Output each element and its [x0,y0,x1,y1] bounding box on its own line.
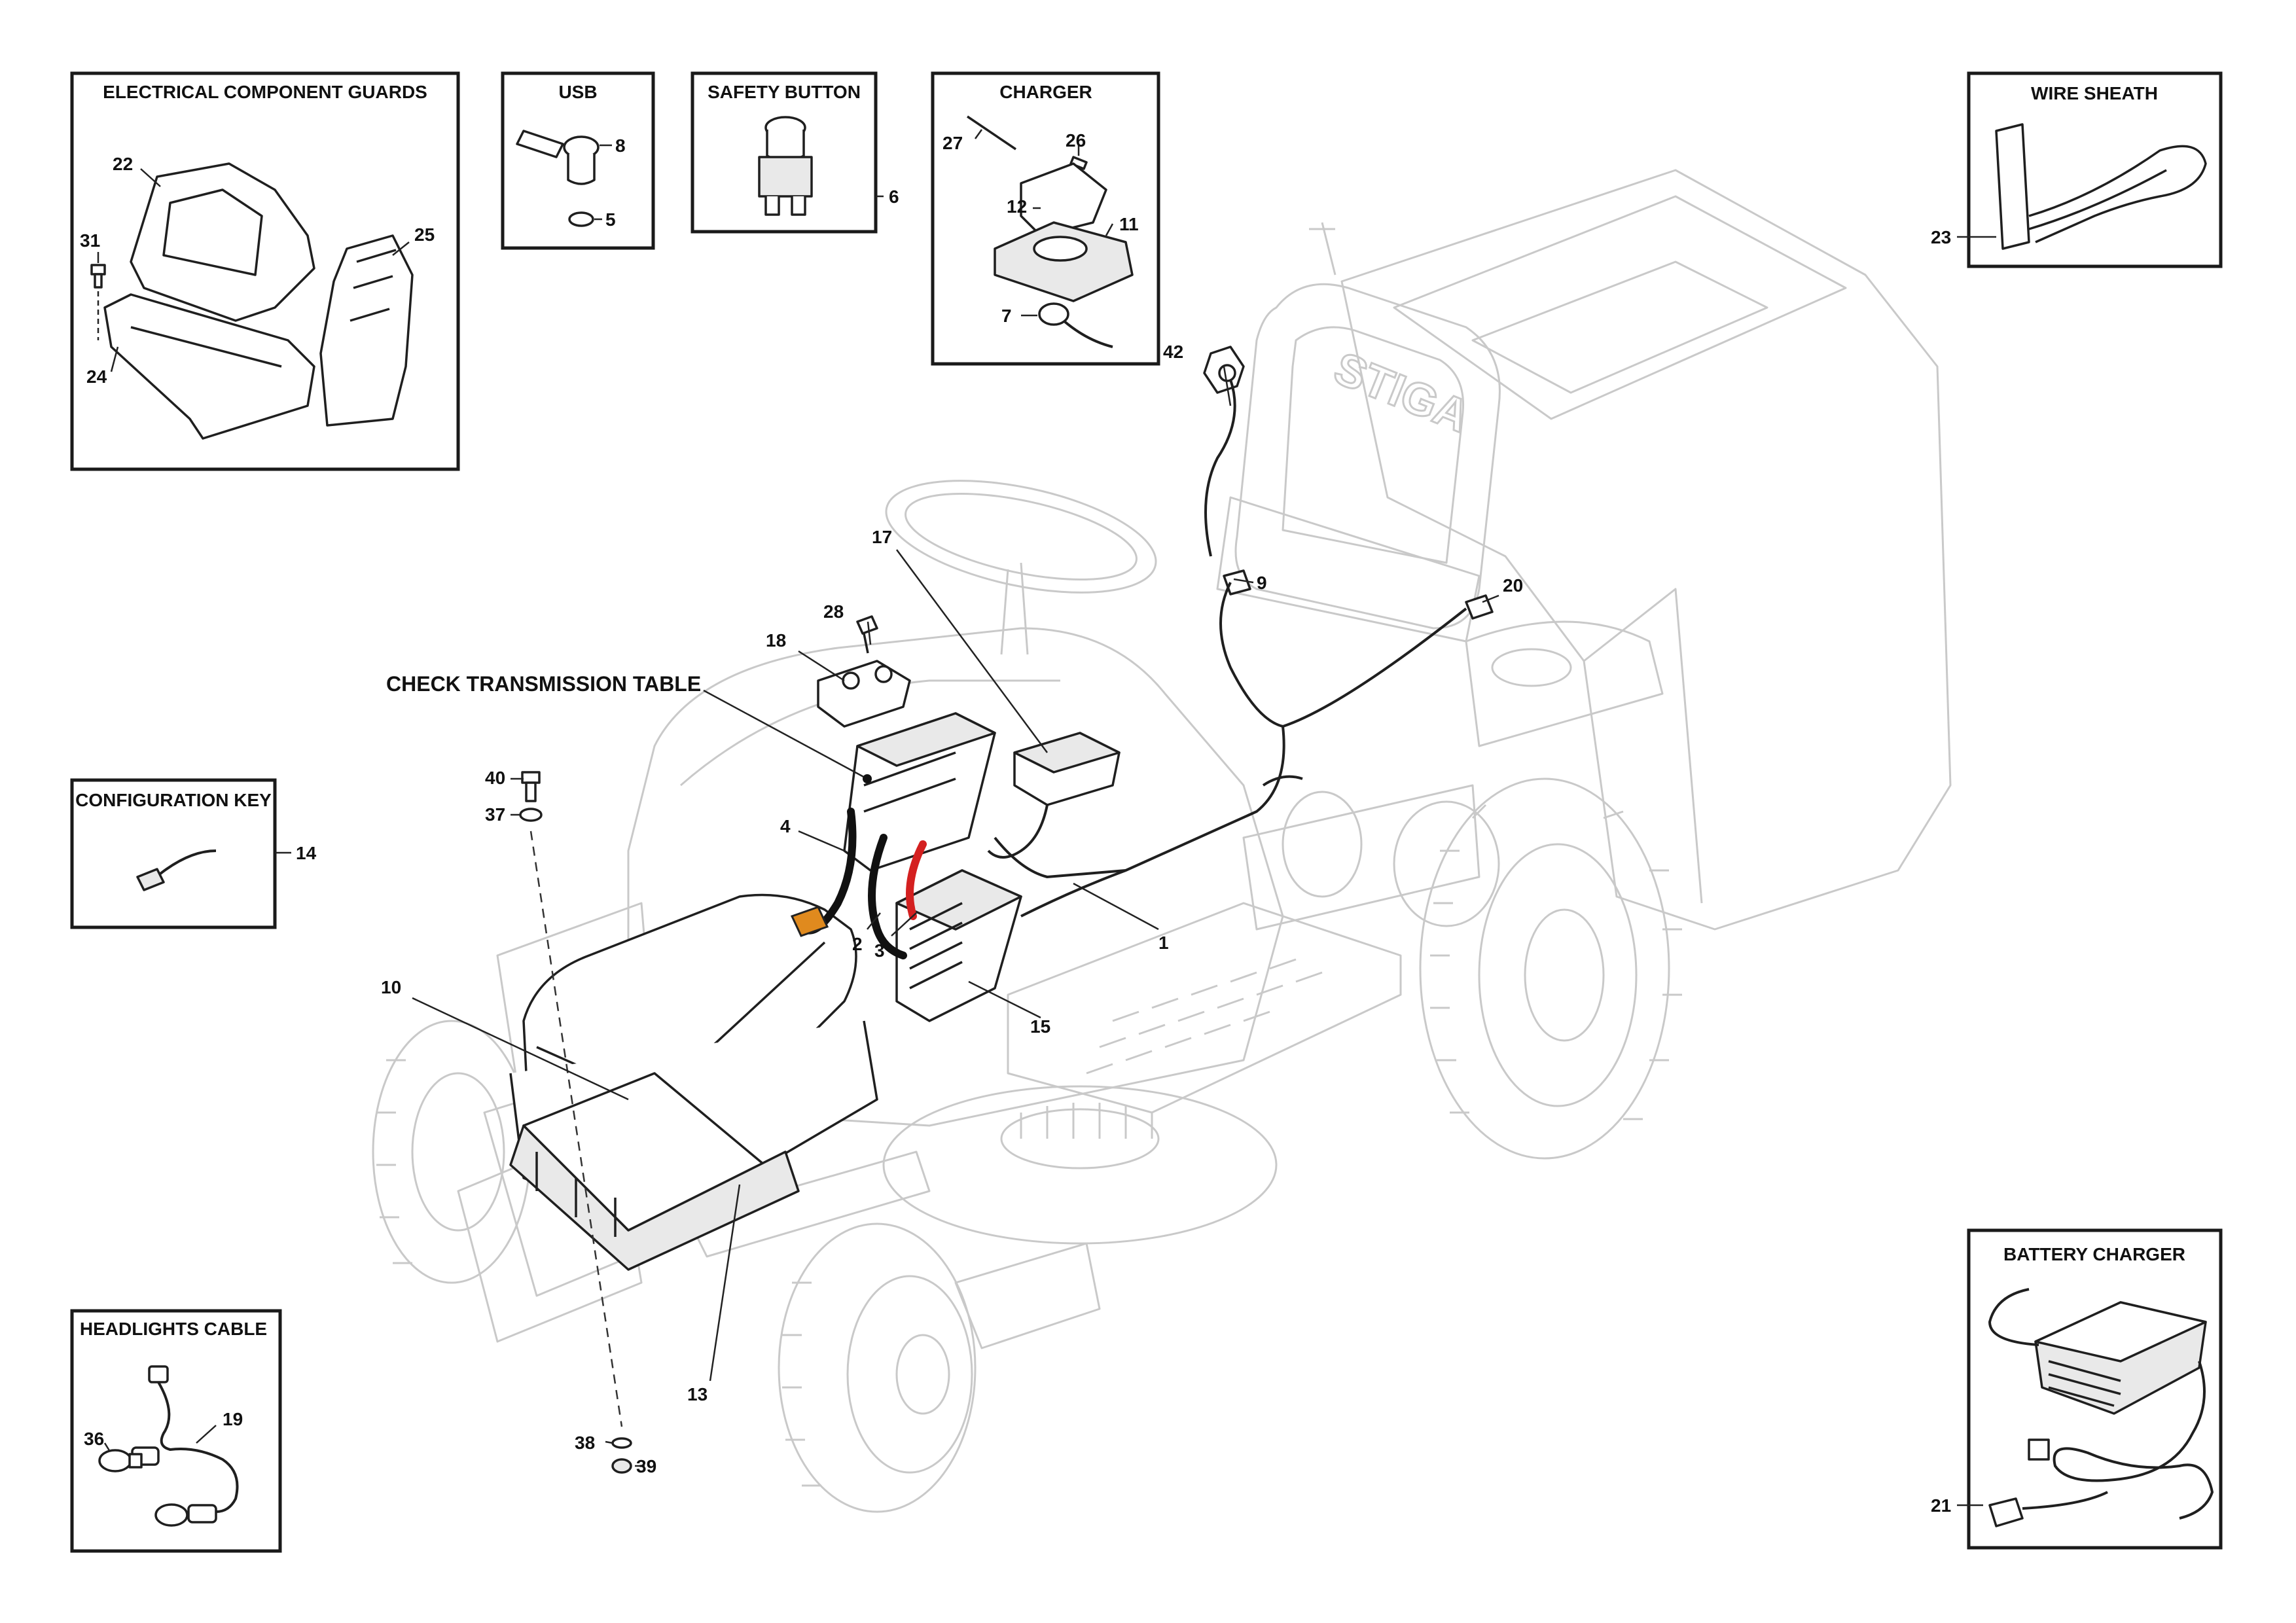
callout-24: 24 [86,366,107,387]
callout-25: 25 [414,224,435,245]
box-title-usb: USB [558,82,597,102]
box-title-guards: ELECTRICAL COMPONENT GUARDS [103,82,427,102]
spring-26 [1069,156,1088,170]
key-28 [856,615,878,654]
box-wire-sheath: WIRE SHEATH 23 [1931,71,2223,268]
box-headlights-cable: HEADLIGHTS CABLE 19 36 [70,1309,282,1553]
callout-26: 26 [1066,130,1086,151]
callout-21: 21 [1931,1495,1951,1516]
box-title-battery-charger: BATTERY CHARGER [2003,1244,2185,1264]
nut-39 [611,1458,632,1474]
callout-23: 23 [1931,227,1951,247]
box-charger: CHARGER 27 26 12 11 7 [931,71,1160,366]
callout-10: 10 [381,977,401,997]
washer-38 [611,1437,632,1449]
callout-42: 42 [1163,342,1183,362]
callout-14: 14 [296,843,317,863]
callout-22: 22 [113,154,133,174]
transmission-module [843,712,996,872]
box-battery-charger: BATTERY CHARGER 21 [1931,1228,2223,1550]
box-safety-button: SAFETY BUTTON 6 [691,71,899,234]
usb-socket-8 [516,130,564,158]
callout-37: 37 [485,804,505,825]
callout-18: 18 [766,630,786,651]
callout-11: 11 [1119,214,1139,234]
box-title-headlights: HEADLIGHTS CABLE [80,1319,267,1339]
callout-3: 3 [874,940,885,961]
washer-37 [519,808,543,822]
callout-20: 20 [1503,575,1523,596]
callout-4: 4 [780,816,791,836]
callout-19: 19 [223,1409,243,1429]
usb-oring-5 [568,211,594,227]
callout-13: 13 [687,1384,708,1404]
callout-7: 7 [1001,306,1012,326]
mount-bracket-18 [817,660,911,728]
box-usb: USB 8 5 [501,71,655,250]
controller-15 [895,869,1022,1022]
box-title-safety: SAFETY BUTTON [708,82,861,102]
callout-6: 6 [889,187,899,207]
screw-31 [90,264,106,276]
callout-31: 31 [80,230,100,251]
battery-tray-13 [509,1072,800,1271]
box-title-charger: CHARGER [999,82,1092,102]
bulb-36 [98,1449,143,1472]
lid-12 [1020,162,1107,237]
brand-logo: STIGA [1327,342,1477,442]
safety-button-6 [758,116,813,216]
battery-charger-21 [1988,1288,2214,1527]
callout-5: 5 [605,209,616,230]
callout-9: 9 [1257,573,1267,593]
tractor-outline: STIGA [372,169,1952,1513]
box-title-config-key: CONFIGURATION KEY [75,790,272,810]
callout-2: 2 [852,934,863,954]
callout-12: 12 [1007,196,1027,217]
callout-38: 38 [575,1433,595,1453]
rod-27 [967,115,1016,151]
callout-27: 27 [942,133,963,153]
callout-40: 40 [485,768,505,788]
cable-3 [906,840,927,920]
charger-module-17 [987,732,1121,859]
dashed-axis [529,830,623,1427]
callout-28: 28 [823,601,844,622]
box-title-wire-sheath: WIRE SHEATH [2031,83,2158,103]
callout-36: 36 [84,1429,104,1449]
main-callout-leaders [412,366,1499,1467]
guard-25 [319,234,414,427]
callout-15: 15 [1030,1016,1050,1037]
check-transmission-note: CHECK TRANSMISSION TABLE [386,672,701,696]
socket-7 [1038,302,1069,326]
bolt-40 [521,771,541,802]
wiring-harness-1 [994,379,1467,918]
box-electrical-component-guards: ELECTRICAL COMPONENT GUARDS 22 31 24 25 [70,71,460,471]
configuration-key-14 [136,849,217,891]
box-configuration-key: CONFIGURATION KEY 14 [70,778,317,929]
callout-17: 17 [872,527,892,547]
orange-connector [790,906,829,937]
callout-39: 39 [636,1456,656,1476]
callout-1: 1 [1158,933,1169,953]
callout-8: 8 [615,135,626,156]
guard-24 [103,293,315,440]
wire-sheath-23 [1995,123,2207,250]
housing-11 [994,221,1134,302]
